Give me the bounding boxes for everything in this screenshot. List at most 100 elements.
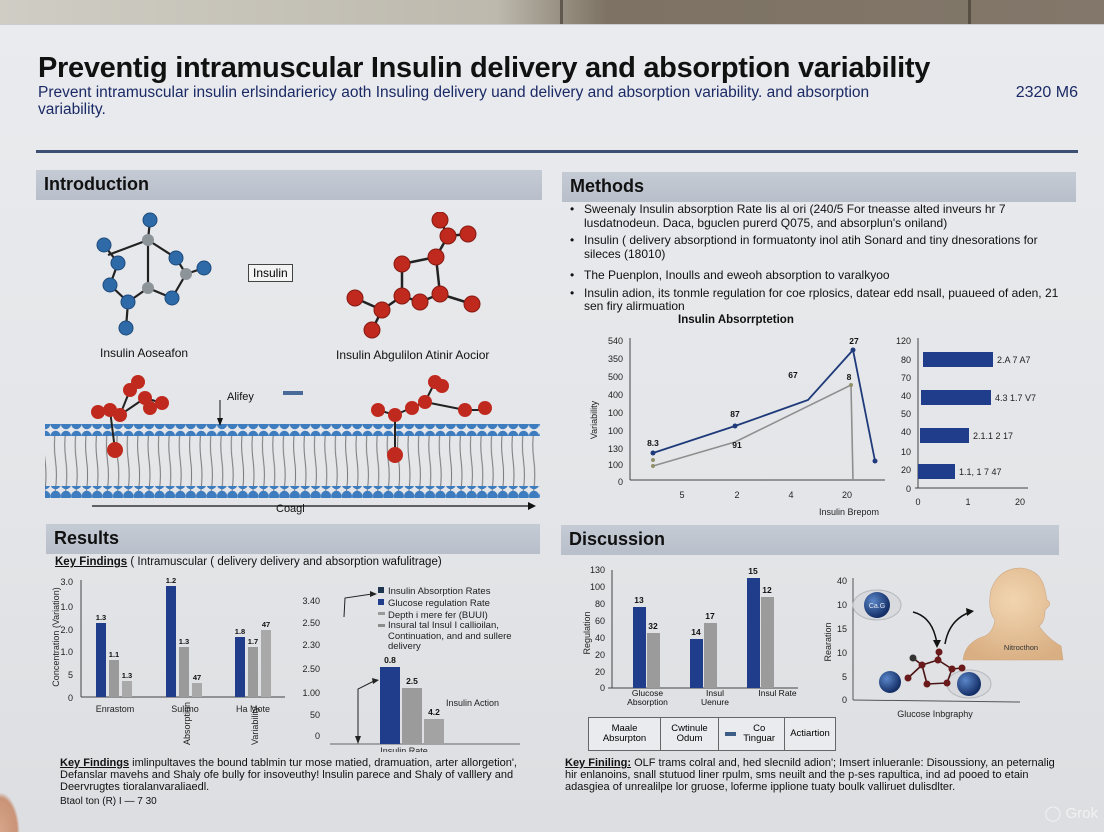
svg-text:2.50: 2.50 [302, 664, 320, 674]
svg-text:80: 80 [595, 599, 605, 609]
svg-text:27: 27 [849, 336, 859, 346]
svg-text:0: 0 [842, 695, 847, 705]
svg-text:20: 20 [1015, 497, 1025, 507]
blue-molecule-icon [96, 212, 212, 336]
right-molecule-caption: Insulin Abgulilon Atinir Aocior [336, 348, 490, 362]
legend-cell: Co Tinguar [719, 718, 785, 750]
svg-text:2: 2 [734, 490, 739, 500]
results-heading: Results [46, 524, 540, 554]
svg-text:5: 5 [842, 672, 847, 682]
svg-text:0: 0 [906, 484, 911, 494]
svg-text:500: 500 [608, 372, 623, 382]
svg-text:Glucose Inbgraphy: Glucose Inbgraphy [897, 709, 973, 719]
svg-text:20: 20 [901, 465, 911, 475]
svg-text:1.3: 1.3 [179, 637, 189, 646]
methods-bullet: Sweenaly Insulin absorption Rate lis al … [568, 202, 1068, 230]
svg-text:Sulimo: Sulimo [171, 704, 199, 714]
svg-text:100: 100 [608, 426, 623, 436]
svg-text:540: 540 [608, 336, 623, 346]
svg-text:40: 40 [837, 576, 847, 586]
svg-text:70: 70 [901, 373, 911, 383]
horizontal-bar-chart: 120 80 70 40 50 40 10 20 0 0 1 20 2.A 7 … [896, 336, 1036, 507]
legend-cell: Actiartion [790, 728, 830, 739]
svg-text:13: 13 [634, 595, 644, 605]
svg-text:Variability: Variability [250, 706, 260, 745]
svg-text:1.00: 1.00 [302, 688, 320, 698]
legend-cell: Maale Absurpton [589, 718, 661, 750]
svg-text:3.40: 3.40 [302, 596, 320, 606]
svg-text:Ca.G: Ca.G [869, 603, 885, 610]
svg-text:1.3: 1.3 [96, 613, 106, 622]
svg-text:87: 87 [730, 409, 740, 419]
svg-text:67: 67 [788, 370, 798, 380]
svg-text:400: 400 [608, 390, 623, 400]
svg-text:Variability: Variability [589, 400, 599, 439]
svg-text:4.3 1.7 V7: 4.3 1.7 V7 [995, 393, 1036, 403]
svg-text:100: 100 [590, 582, 605, 592]
discussion-heading: Discussion [561, 525, 1059, 555]
svg-text:0: 0 [68, 693, 73, 703]
svg-text:8: 8 [847, 372, 852, 382]
holding-thumb [0, 792, 20, 832]
introduction-heading: Introduction [36, 170, 542, 200]
svg-text:Insulin Absorption Rates: Insulin Absorption Rates [388, 586, 491, 597]
svg-text:100: 100 [608, 408, 623, 418]
svg-text:0: 0 [915, 497, 920, 507]
svg-text:17: 17 [705, 611, 715, 621]
svg-text:1.0: 1.0 [60, 602, 73, 612]
results-grouped-bar-chart: 3.0 1.0 2.0 1.0 5 0 Concentration (Varia… [51, 576, 285, 745]
svg-text:0.8: 0.8 [384, 655, 396, 665]
methods-bullet: The Puenplon, Inoulls and eweoh absorpti… [568, 268, 1068, 283]
svg-text:130: 130 [590, 565, 605, 575]
svg-text:130: 130 [608, 444, 623, 454]
discussion-legend-table: Maale Absurpton Cwtinule Odum Co Tinguar… [588, 717, 836, 751]
grok-watermark: ◯ Grok [1044, 805, 1098, 822]
svg-text:Insulin Rate: Insulin Rate [380, 746, 428, 752]
methods-bullet: Insulin adion, its tonmle regulation for… [568, 286, 1068, 314]
svg-text:40: 40 [595, 633, 605, 643]
svg-text:10: 10 [901, 447, 911, 457]
results-rate-bar-chart: 3.40 2.50 2.30 2.50 1.00 50 0 0.8 2.5 4.… [302, 586, 520, 752]
legend-swatch [725, 732, 737, 736]
discussion-diagram: 40 10 15 10 5 0 Rearation Glucose Inbgra… [823, 567, 1064, 719]
results-key-findings-intro: Key Findings ( Intramuscular ( delivery … [55, 556, 442, 568]
svg-text:20: 20 [595, 667, 605, 677]
svg-text:Enrastom: Enrastom [96, 704, 135, 714]
methods-heading: Methods [562, 172, 1076, 202]
svg-text:1.3: 1.3 [122, 671, 132, 680]
svg-text:0: 0 [315, 731, 320, 741]
svg-text:1.1: 1.1 [109, 650, 119, 659]
svg-text:47: 47 [262, 620, 270, 629]
svg-text:91: 91 [732, 440, 742, 450]
svg-text:4.2: 4.2 [428, 707, 440, 717]
svg-text:Insulin Action: Insulin Action [446, 698, 499, 708]
svg-text:1.0: 1.0 [60, 647, 73, 657]
background-fold [968, 0, 971, 30]
line-chart: 540 350 500 400 100 100 130 100 0 5 2 4 … [589, 336, 885, 517]
results-footnote: Btaol ton (R) I — 7 30 [60, 796, 157, 807]
svg-text:50: 50 [901, 409, 911, 419]
svg-text:350: 350 [608, 354, 623, 364]
svg-text:5: 5 [68, 670, 73, 680]
svg-text:1.7: 1.7 [248, 637, 258, 646]
svg-text:12: 12 [762, 585, 772, 595]
svg-text:10: 10 [837, 648, 847, 658]
svg-text:80: 80 [901, 355, 911, 365]
poster-code: 2320 M6 [1015, 84, 1078, 101]
svg-text:3.0: 3.0 [60, 577, 73, 587]
svg-text:0: 0 [600, 683, 605, 693]
svg-text:Nitrocthon: Nitrocthon [1004, 643, 1038, 652]
svg-text:0: 0 [618, 477, 623, 487]
title-rule [36, 150, 1078, 153]
svg-text:15: 15 [837, 624, 847, 634]
red-molecule-icon [346, 212, 481, 339]
svg-text:2.50: 2.50 [302, 618, 320, 628]
svg-text:32: 32 [648, 621, 658, 631]
svg-text:8.3: 8.3 [647, 438, 659, 448]
membrane-arrow-label: Alifey [227, 391, 254, 403]
svg-text:Rearation: Rearation [823, 622, 833, 661]
results-key-findings: Key Findings imlinpultaves the bound tab… [60, 757, 517, 793]
membrane-axis-label: Coagl [276, 503, 305, 515]
svg-text:4: 4 [788, 490, 793, 500]
svg-text:120: 120 [896, 336, 911, 346]
